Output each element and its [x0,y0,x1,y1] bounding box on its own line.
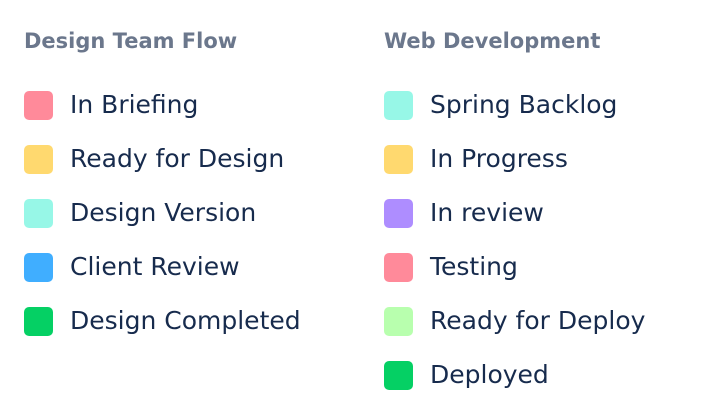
status-label: Design Completed [70,306,301,335]
status-label: In Progress [430,144,568,173]
status-label: In review [430,198,544,227]
status-item-design-completed: Design Completed [24,294,354,348]
group-title: Web Development [384,29,601,53]
status-item-in-progress: In Progress [384,132,704,186]
status-item-in-briefing: In Briefing [24,78,354,132]
group-title: Design Team Flow [24,29,238,53]
color-swatch [384,360,413,390]
color-swatch [384,90,413,120]
status-label: Ready for Deploy [430,306,646,335]
color-swatch [384,144,413,174]
status-list: Spring Backlog In Progress In review Tes… [384,78,704,402]
color-swatch [24,144,53,174]
status-item-spring-backlog: Spring Backlog [384,78,704,132]
status-label: Spring Backlog [430,90,618,119]
color-swatch [24,198,53,228]
status-item-design-version: Design Version [24,186,354,240]
status-item-ready-for-design: Ready for Design [24,132,354,186]
color-swatch [24,306,53,336]
status-item-client-review: Client Review [24,240,354,294]
color-swatch [384,306,413,336]
color-swatch [24,90,53,120]
color-swatch [384,198,413,228]
status-item-testing: Testing [384,240,704,294]
group-web-development: Web Development Spring Backlog In Progre… [384,28,704,402]
status-label: Deployed [430,360,549,389]
status-list: In Briefing Ready for Design Design Vers… [24,78,354,348]
status-item-in-review: In review [384,186,704,240]
status-item-deployed: Deployed [384,348,704,402]
color-swatch [384,252,413,282]
status-item-ready-for-deploy: Ready for Deploy [384,294,704,348]
status-label: Design Version [70,198,257,227]
status-label: In Briefing [70,90,199,119]
status-label: Ready for Design [70,144,285,173]
status-label: Testing [430,252,518,281]
group-design-team-flow: Design Team Flow In Briefing Ready for D… [24,28,354,348]
status-label: Client Review [70,252,240,281]
color-swatch [24,252,53,282]
